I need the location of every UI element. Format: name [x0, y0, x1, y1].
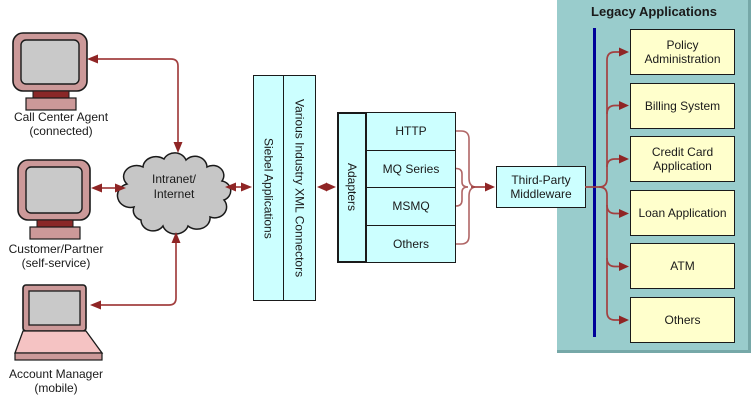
protocol-http-label: HTTP [395, 124, 427, 139]
customer-mode: (self-service) [21, 256, 91, 270]
protocol-msmq-label: MSMQ [392, 199, 430, 214]
siebel-applications-label: Siebel Applications [261, 137, 276, 239]
call-center-name: Call Center Agent [13, 110, 109, 124]
protocol-mq-series-label: MQ Series [382, 161, 440, 176]
adapters-box: Adapters [337, 112, 367, 263]
legacy-atm-label: ATM [670, 259, 695, 273]
legacy-panel-title: Legacy Applications [591, 4, 717, 19]
protocol-brace [455, 130, 495, 245]
legacy-others-label: Others [664, 313, 701, 327]
account-manager-laptop-icon [12, 283, 106, 363]
adapters-label: Adapters [345, 163, 359, 212]
legacy-box-policy-administration: Policy Administration [630, 29, 735, 75]
account-manager-mode: (mobile) [34, 381, 78, 395]
arrow-connectors-adapters [317, 182, 336, 192]
cloud-label: Intranet/ Internet [129, 172, 219, 202]
arrow-call-center-cloud [87, 54, 183, 153]
customer-name: Customer/Partner [8, 242, 104, 256]
protocol-row-msmq: MSMQ [367, 188, 455, 226]
laptop-icon [14, 284, 104, 361]
call-center-label: Call Center Agent (connected) [0, 110, 122, 138]
legacy-box-atm: ATM [630, 243, 735, 289]
xml-connectors-label: Various Industry XML Connectors [292, 98, 307, 278]
account-manager-name: Account Manager [8, 367, 104, 381]
arrow-customer-cloud [91, 183, 126, 193]
account-manager-label: Account Manager (mobile) [0, 367, 112, 395]
customer-label: Customer/Partner (self-service) [0, 242, 112, 270]
desktop-computer-icon [12, 32, 88, 111]
desktop-computer-icon [17, 159, 91, 240]
legacy-loan-application-label: Loan Application [638, 206, 727, 220]
legacy-box-loan-application: Loan Application [630, 190, 735, 236]
legacy-policy-administration-label: Policy Administration [644, 38, 721, 66]
protocol-row-http: HTTP [367, 113, 455, 151]
legacy-box-others: Others [630, 297, 735, 343]
cloud-label-line2: Internet [153, 187, 195, 201]
cloud-label-line1: Intranet/ [151, 172, 197, 186]
call-center-desktop-icon [11, 31, 91, 111]
customer-desktop-icon [16, 158, 96, 240]
call-center-mode: (connected) [29, 124, 93, 138]
legacy-credit-card-application-label: Credit Card Application [651, 145, 714, 173]
siebel-applications-box: Siebel Applications [253, 75, 284, 301]
protocol-stack: HTTP MQ Series MSMQ Others [366, 112, 456, 263]
legacy-box-credit-card-application: Credit Card Application [630, 136, 735, 182]
legacy-box-billing-system: Billing System [630, 83, 735, 129]
legacy-billing-system-label: Billing System [644, 99, 721, 113]
protocol-row-mq-series: MQ Series [367, 151, 455, 188]
xml-connectors-box: Various Industry XML Connectors [283, 75, 316, 301]
arrow-cloud-siebel [225, 182, 252, 192]
protocol-others-label: Others [392, 236, 429, 251]
third-party-middleware-box: Third-Party Middleware [496, 166, 586, 208]
third-party-middleware-label: Third-Party Middleware [510, 173, 572, 201]
protocol-row-others: Others [367, 226, 455, 263]
